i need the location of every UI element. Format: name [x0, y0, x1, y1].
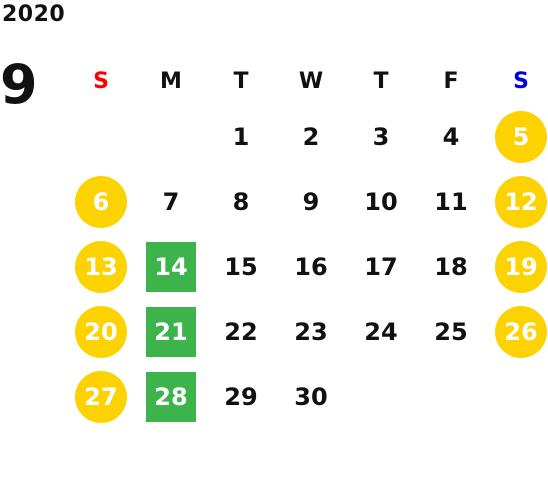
weekend-day-marker: 20 — [75, 305, 127, 358]
day-cell[interactable]: 1 — [206, 104, 276, 169]
day-cell[interactable]: 13 — [66, 234, 136, 299]
day-cell[interactable]: 6 — [66, 169, 136, 234]
weekend-day-marker: 27 — [75, 370, 127, 423]
day-cell[interactable]: 19 — [486, 234, 548, 299]
day-number: 23 — [294, 317, 328, 346]
day-number: 2 — [302, 122, 320, 151]
day-cell[interactable]: 14 — [136, 234, 206, 299]
day-cell[interactable]: 25 — [416, 299, 486, 364]
weekday-header: M — [160, 68, 182, 94]
day-cell — [416, 364, 486, 429]
day-cell[interactable]: 4 — [416, 104, 486, 169]
weekday-header: T — [373, 68, 389, 94]
weekend-day-marker: 6 — [75, 175, 127, 228]
day-cell[interactable]: 2 — [276, 104, 346, 169]
day-number: 18 — [434, 252, 468, 281]
day-cell[interactable]: 17 — [346, 234, 416, 299]
week-row: 6 7 8 9 10 11 12 — [66, 169, 548, 234]
day-number: 30 — [294, 382, 328, 411]
day-cell — [346, 364, 416, 429]
day-cell[interactable]: 16 — [276, 234, 346, 299]
week-row: 1 2 3 4 5 — [66, 104, 548, 169]
day-cell — [486, 364, 548, 429]
day-number: 9 — [302, 187, 320, 216]
weekend-day-marker: 13 — [75, 240, 127, 293]
day-cell[interactable]: 10 — [346, 169, 416, 234]
day-cell[interactable]: 20 — [66, 299, 136, 364]
day-cell[interactable]: 26 — [486, 299, 548, 364]
weekday-header: W — [298, 68, 324, 94]
highlighted-day-marker: 14 — [146, 241, 196, 292]
weekend-day-marker: 19 — [495, 240, 547, 293]
day-cell[interactable]: 18 — [416, 234, 486, 299]
day-cell[interactable]: 7 — [136, 169, 206, 234]
day-cell[interactable]: 11 — [416, 169, 486, 234]
day-cell[interactable]: 5 — [486, 104, 548, 169]
day-number: 7 — [162, 187, 180, 216]
day-cell[interactable]: 21 — [136, 299, 206, 364]
month-number: 9 — [0, 53, 38, 116]
day-cell[interactable]: 8 — [206, 169, 276, 234]
day-cell[interactable]: 30 — [276, 364, 346, 429]
day-number: 15 — [224, 252, 258, 281]
day-number: 22 — [224, 317, 258, 346]
weekend-day-marker: 5 — [495, 110, 547, 163]
week-row: 27 28 29 30 — [66, 364, 548, 429]
day-number: 8 — [232, 187, 250, 216]
weekday-header: S — [513, 68, 529, 94]
day-cell[interactable]: 9 — [276, 169, 346, 234]
day-cell[interactable]: 27 — [66, 364, 136, 429]
weekday-header: F — [443, 68, 459, 94]
weekday-header: T — [233, 68, 249, 94]
week-row: 20 21 22 23 24 25 26 — [66, 299, 548, 364]
week-row: 13 14 15 16 17 18 19 — [66, 234, 548, 299]
year-label: 2020 — [2, 2, 66, 27]
day-number: 11 — [434, 187, 468, 216]
day-cell[interactable]: 22 — [206, 299, 276, 364]
weekend-day-marker: 12 — [495, 175, 547, 228]
day-cell[interactable]: 3 — [346, 104, 416, 169]
day-number: 17 — [364, 252, 398, 281]
day-number: 24 — [364, 317, 398, 346]
day-number: 25 — [434, 317, 468, 346]
weekend-day-marker: 26 — [495, 305, 547, 358]
day-cell[interactable]: 29 — [206, 364, 276, 429]
day-cell — [66, 104, 136, 169]
day-number: 1 — [232, 122, 250, 151]
highlighted-day-marker: 21 — [146, 306, 196, 357]
day-cell[interactable]: 23 — [276, 299, 346, 364]
day-number: 4 — [442, 122, 460, 151]
day-cell[interactable]: 28 — [136, 364, 206, 429]
weekday-header: S — [93, 68, 109, 94]
day-number: 3 — [372, 122, 390, 151]
day-number: 16 — [294, 252, 328, 281]
day-cell[interactable]: 12 — [486, 169, 548, 234]
day-cell[interactable]: 24 — [346, 299, 416, 364]
day-cell — [136, 104, 206, 169]
day-number: 10 — [364, 187, 398, 216]
day-cell[interactable]: 15 — [206, 234, 276, 299]
highlighted-day-marker: 28 — [146, 371, 196, 422]
day-number: 29 — [224, 382, 258, 411]
